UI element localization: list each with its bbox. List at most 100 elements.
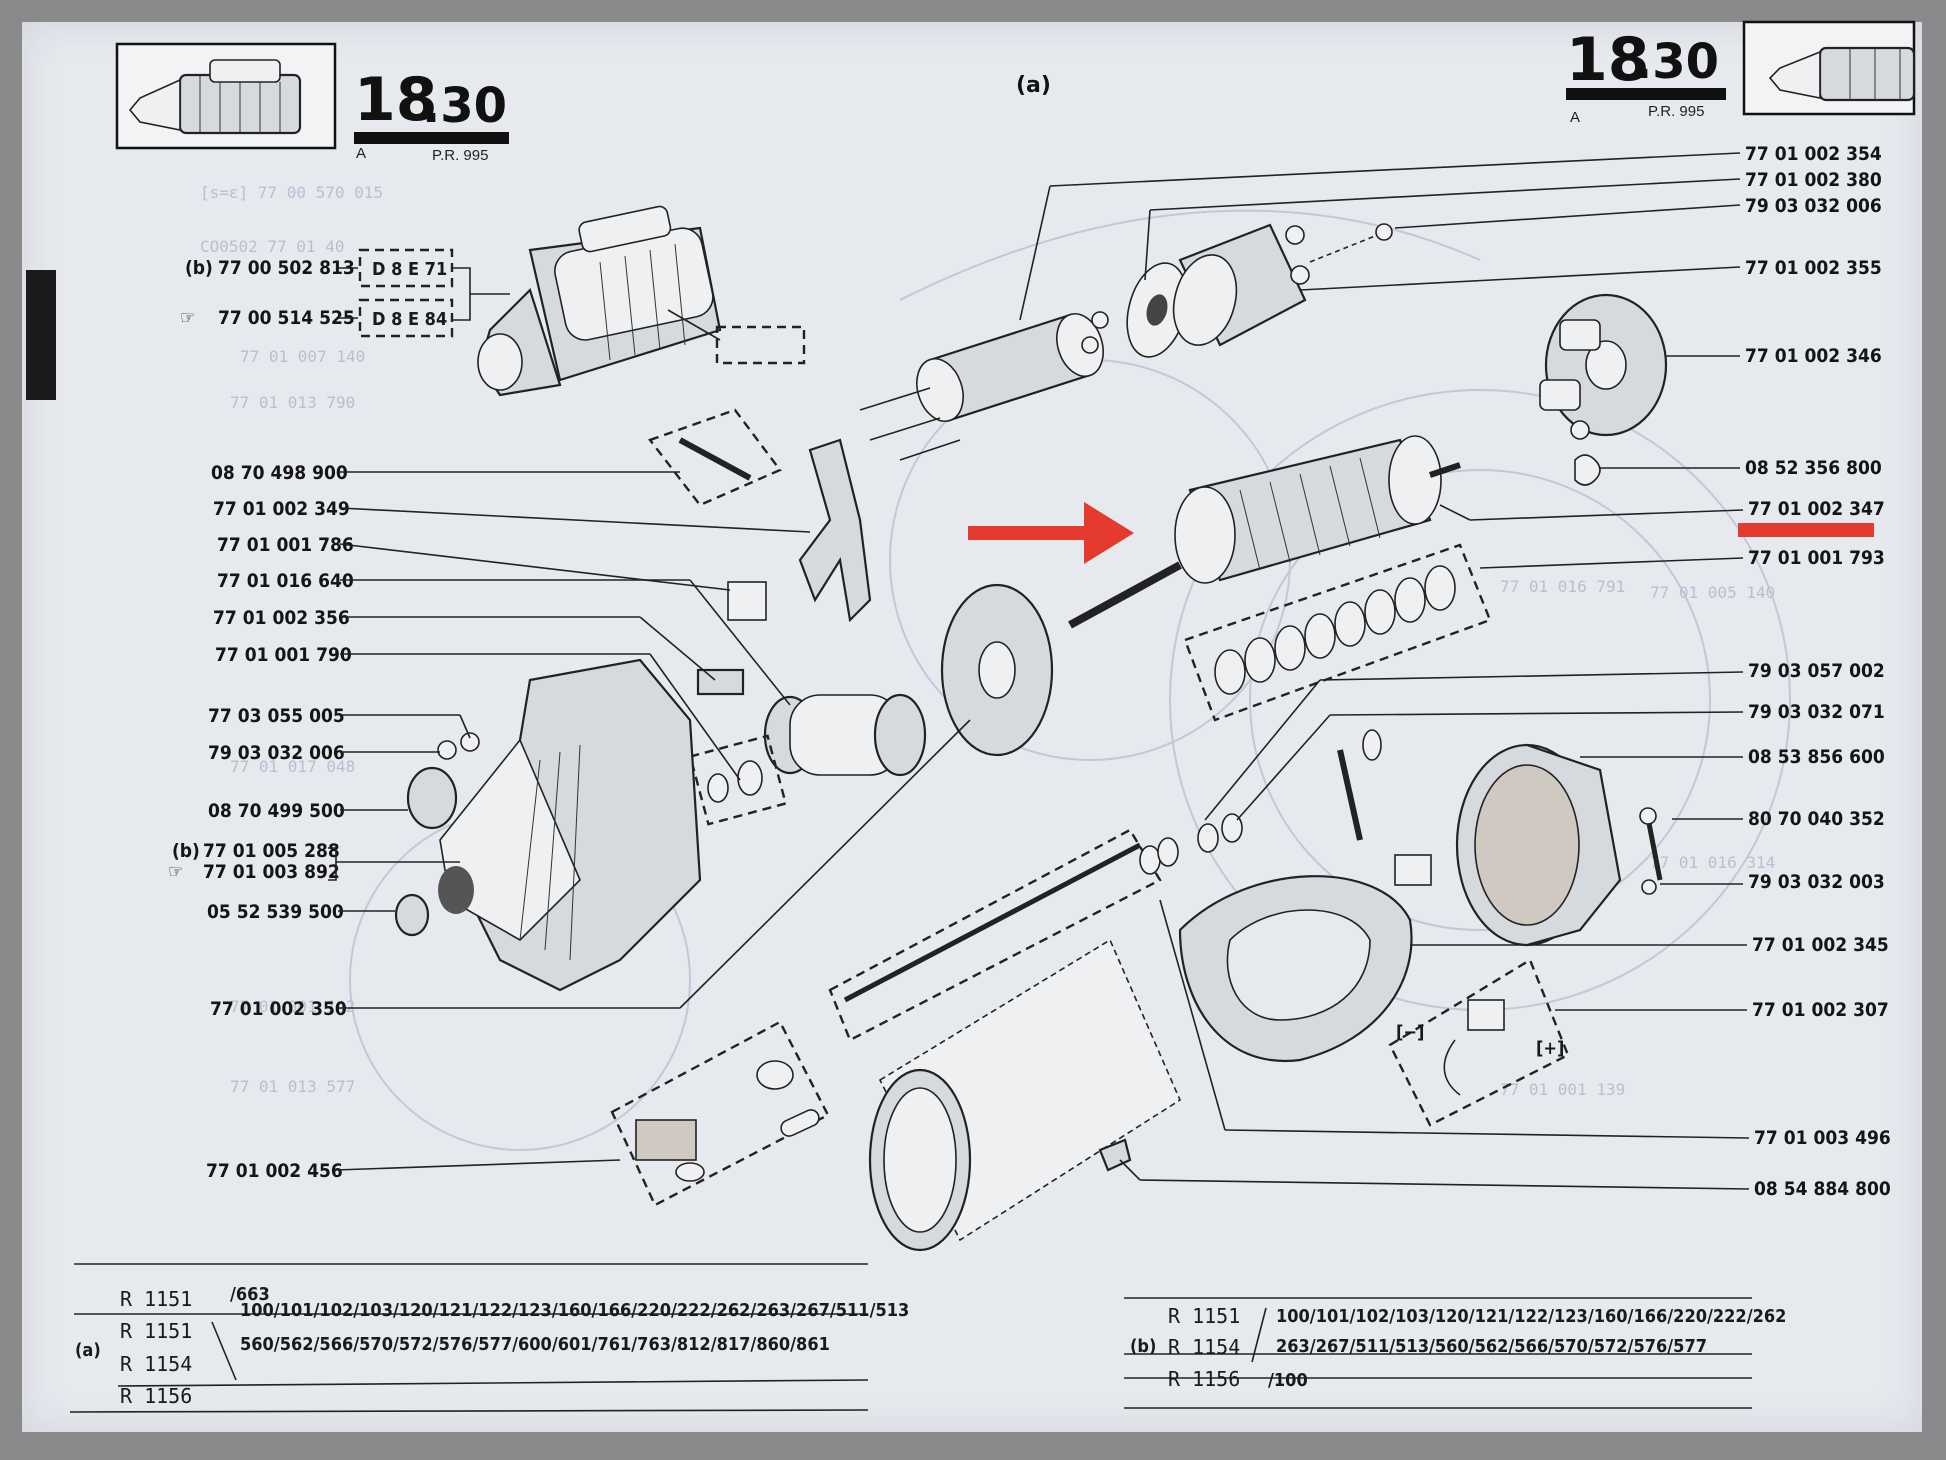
page-edge-tab — [26, 270, 56, 400]
right-ref-9: 79 03 057 002 — [1748, 660, 1885, 682]
header-right: 18 .30 A P.R. 995 — [1566, 20, 1916, 126]
left-ref-14: 05 52 539 500 — [207, 901, 344, 923]
right-ref-8: 77 01 001 793 — [1748, 547, 1885, 569]
code-boxes: D 8 E 71 D 8 E 84 — [358, 248, 510, 338]
band-screw-drawing — [1645, 817, 1663, 881]
table-a-model-4: R 1156 — [120, 1384, 192, 1408]
left-ref-5: 77 01 001 786 — [217, 534, 354, 556]
header-rule — [354, 132, 509, 144]
right-ref-3: 79 03 032 006 — [1745, 195, 1882, 217]
right-ref-6: 08 52 356 800 — [1745, 457, 1882, 479]
table-a-label: (a) — [75, 1340, 101, 1361]
brush-minus-label: [−] — [1396, 1022, 1424, 1043]
right-ref-1: 77 01 002 354 — [1745, 143, 1882, 165]
table-a-codes-2: 100/101/102/103/120/121/122/123/160/166/… — [240, 1300, 909, 1321]
drive-housing-drawing — [438, 658, 702, 992]
dashed-box-starter — [715, 325, 806, 365]
arrow-annotation-icon — [1084, 502, 1134, 564]
table-b-codes-1: 100/101/102/103/120/121/122/123/160/166/… — [1276, 1306, 1786, 1327]
svg-text:77 01 013 790: 77 01 013 790 — [230, 393, 355, 412]
section-number-small: .30 — [422, 78, 507, 134]
table-b-label: (b) — [1130, 1336, 1156, 1357]
right-ref-10: 79 03 032 071 — [1748, 701, 1885, 723]
right-ref-7: 77 01 002 347 — [1748, 498, 1885, 520]
left-ref-7: 77 01 002 356 — [213, 607, 350, 629]
key-drawing — [696, 668, 745, 696]
header-left: 18 .30 A P.R. 995 — [115, 42, 509, 164]
left-ref-10: 79 03 032 006 — [208, 742, 345, 764]
header-pr: P.R. 995 — [432, 147, 488, 164]
right-ref-12: 80 70 040 352 — [1748, 808, 1885, 830]
table-b-codes-2: 263/267/511/513/560/562/566/570/572/576/… — [1276, 1336, 1707, 1357]
red-annotations — [968, 502, 1874, 564]
section-number-big: 18 — [354, 65, 438, 135]
end-cap-drawing — [1172, 223, 1310, 347]
underline-annotation-icon — [1738, 523, 1874, 537]
code-2: D 8 E 84 — [372, 309, 447, 330]
svg-text:77 01 016 791: 77 01 016 791 — [1500, 577, 1625, 596]
dashed-box-washers — [1183, 543, 1492, 722]
starter-assembly-drawing — [477, 205, 722, 397]
dashed-box-pin — [648, 408, 782, 507]
section-number-big-right: 18 — [1566, 25, 1650, 95]
end-plate-drawing — [1539, 293, 1668, 440]
bush-drawing — [406, 766, 458, 830]
fork-lever-drawing — [798, 438, 872, 623]
right-ref-4: 77 01 002 355 — [1745, 257, 1882, 279]
left-ref-11: 08 70 499 500 — [208, 800, 345, 822]
ref-prefix-b-2: (b) — [172, 840, 200, 862]
table-a-model-1: R 1151 — [120, 1287, 192, 1311]
ref-prefix-b-1: (b) — [185, 257, 213, 279]
armature-drawing — [1068, 435, 1461, 629]
starter-motor-thumbnail-icon — [128, 59, 302, 135]
svg-text:CO0502 77 01 40: CO0502 77 01 40 — [200, 237, 345, 256]
left-ref-1: 77 00 502 813 — [218, 257, 355, 279]
header-rule-right — [1566, 88, 1726, 100]
header-variant-right: A — [1570, 109, 1580, 126]
drive-pinion-drawing — [763, 693, 927, 777]
left-references: (b) 77 00 502 813 ☞ 77 00 514 525 08 70 … — [168, 257, 971, 1182]
ghost-print: [s=ɛ] 77 00 570 015 CO0502 77 01 40 77 0… — [200, 183, 1791, 1151]
table-a-codes-1: /663 — [230, 1284, 270, 1305]
left-ref-2: 77 00 514 525 — [218, 307, 355, 329]
table-b-model-1: R 1151 — [1168, 1304, 1240, 1328]
svg-text:77 01 005 140: 77 01 005 140 — [1650, 583, 1775, 602]
right-ref-17: 08 54 884 800 — [1754, 1178, 1891, 1200]
right-ref-15: 77 01 002 307 — [1752, 999, 1889, 1021]
svg-text:77 01 007 140: 77 01 007 140 — [240, 347, 365, 366]
svg-text:77 01 016 314: 77 01 016 314 — [1650, 853, 1775, 872]
field-coil-drawing — [1178, 729, 1413, 1063]
table-b-codes-3: /100 — [1268, 1370, 1308, 1391]
ref-prefix-hand-2: ☞ — [168, 861, 183, 883]
table-a: (a) R 1151 /663 R 1151 100/101/102/103/1… — [69, 1263, 909, 1413]
right-ref-13: 79 03 032 003 — [1748, 871, 1885, 893]
right-references: 77 01 002 354 77 01 002 380 79 03 032 00… — [1019, 143, 1891, 1200]
code-1: D 8 E 71 — [372, 259, 447, 280]
svg-text:77 01 013 577: 77 01 013 577 — [230, 1077, 355, 1096]
right-ref-11: 08 53 856 600 — [1748, 746, 1885, 768]
starter-motor-thumbnail-right-icon — [1768, 46, 1916, 102]
header-pr-right: P.R. 995 — [1648, 103, 1704, 120]
bush-small-drawing — [394, 893, 430, 937]
ref-prefix-hand-1: ☞ — [180, 307, 195, 329]
section-number-small-right: .30 — [1634, 34, 1719, 90]
left-ref-16: 77 01 002 456 — [206, 1160, 343, 1182]
dashed-box-fixings — [610, 1020, 830, 1207]
svg-text:77 01 001 142: 77 01 001 142 — [230, 997, 355, 1016]
left-ref-6: 77 01 016 640 — [217, 570, 354, 592]
arrow-annotation-shaft — [968, 526, 1088, 540]
parts-drawing: [−] [+] — [394, 205, 1668, 1252]
header-variant: A — [356, 145, 366, 162]
solenoid-drawing — [859, 311, 1109, 461]
table-a-model-3: R 1154 — [120, 1352, 192, 1376]
code-box-2 — [358, 298, 454, 338]
brush-plus-label: [+] — [1536, 1038, 1564, 1059]
small-brush-drawing — [727, 581, 767, 621]
table-a-model-2: R 1151 — [120, 1319, 192, 1343]
left-ref-12: 77 01 005 288 — [203, 840, 340, 862]
left-ref-15: 77 01 002 350 — [210, 998, 347, 1020]
right-ref-5: 77 01 002 346 — [1745, 345, 1882, 367]
left-ref-4: 77 01 002 349 — [213, 498, 350, 520]
dashed-box-brushes — [1388, 958, 1570, 1127]
washer-set-drawing — [1214, 565, 1456, 695]
